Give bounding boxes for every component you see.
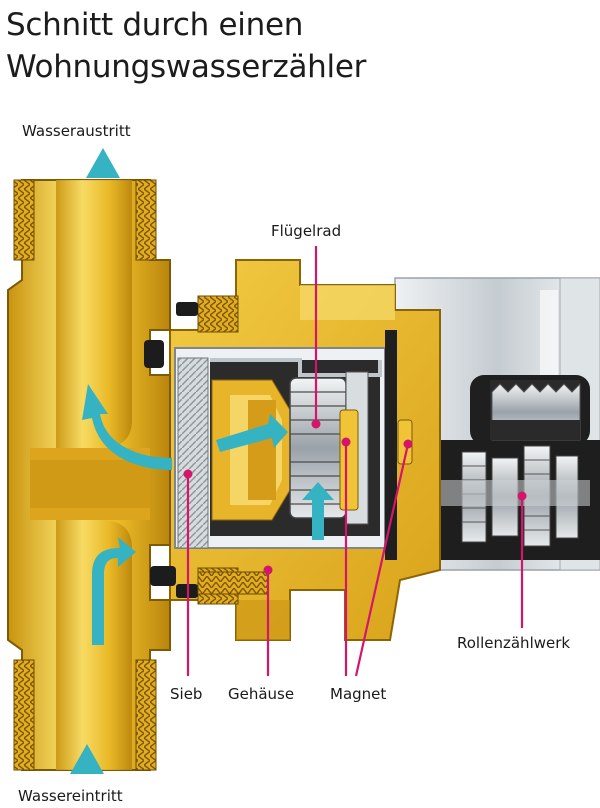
callout-dot-magnet-a [341, 437, 351, 447]
title-line-2: Wohnungswasserzähler [6, 49, 367, 85]
flow-arrow-to-outlet [82, 384, 172, 470]
callout-line-magnet-b [354, 443, 410, 677]
magnet-inner [339, 409, 359, 511]
callout-dot-strainer [183, 469, 193, 479]
housing-thread [197, 571, 269, 595]
callout-lines [183, 246, 527, 677]
cap-thread-upper [197, 295, 239, 333]
roller-counter-gears [430, 445, 590, 547]
diagram-title: Schnitt durch einen Wohnungswasserzähler [6, 4, 596, 88]
counter-gear-upper [490, 380, 581, 441]
label-impeller: Flügelrad [271, 222, 341, 240]
seal-lower [150, 566, 176, 586]
seal-upper [144, 340, 164, 368]
seal-top-cap [176, 302, 198, 316]
outlet-arrow [86, 148, 120, 178]
inlet-arrow [70, 744, 104, 774]
label-outlet: Wasseraustritt [22, 122, 131, 140]
flow-arrow-up-impeller [302, 482, 334, 540]
label-housing: Gehäuse [228, 685, 294, 703]
callout-dot-housing [263, 565, 273, 575]
strainer-mesh [177, 357, 209, 549]
water-flow-arrows [70, 148, 334, 774]
label-strainer: Sieb [170, 685, 202, 703]
callout-dot-magnet-b [403, 439, 413, 449]
label-magnet: Magnet [330, 685, 386, 703]
thread-top-left [13, 179, 35, 261]
magnet-coupling-plate [385, 330, 397, 560]
callout-dot-impeller [311, 419, 321, 429]
label-counter: Rollenzählwerk [457, 634, 570, 652]
thread-top-right [135, 179, 157, 261]
flow-arrow-into-sieve [92, 537, 136, 645]
thread-bottom-left [13, 659, 35, 771]
thread-bottom-right [135, 659, 157, 771]
title-line-1: Schnitt durch einen [6, 7, 304, 43]
flow-arrow-into-turbine [216, 414, 288, 452]
label-inlet: Wassereintritt [18, 787, 123, 805]
callout-dot-counter [517, 491, 527, 501]
